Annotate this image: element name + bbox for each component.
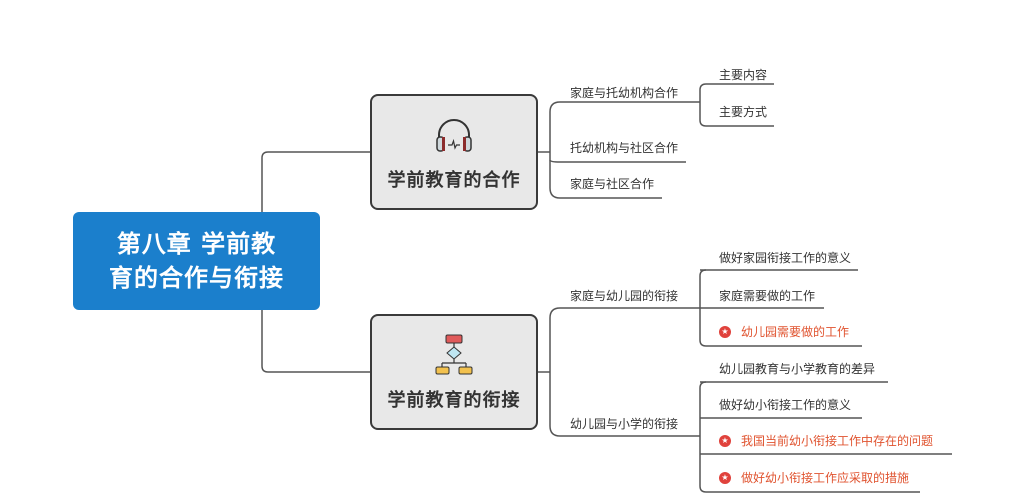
leaf-topic[interactable]: 家庭需要做的工作 (719, 287, 815, 304)
leaf-topic[interactable]: 主要内容 (719, 66, 767, 83)
sub-topic[interactable]: 家庭与幼儿园的衔接 (570, 289, 679, 303)
sub-topic[interactable]: 家庭与社区合作 (570, 177, 655, 191)
star-icon: ★ (719, 325, 731, 338)
star-icon: ★ (719, 471, 731, 484)
leaf-label: 我国当前幼小衔接工作中存在的问题 (741, 434, 934, 448)
leaf-topic[interactable]: 做好幼小衔接工作的意义 (719, 396, 851, 413)
root-title-line2: 育的合作与衔接 (109, 264, 284, 292)
star-icon: ★ (719, 434, 731, 447)
sub-topic[interactable]: 家庭与托幼机构合作 (570, 86, 679, 100)
leaf-label: 主要内容 (719, 68, 768, 82)
branch-label: 学前教育的衔接 (387, 390, 521, 411)
leaf-topic[interactable]: 主要方式 (719, 103, 767, 120)
root-node[interactable]: 第八章 学前教 育的合作与衔接 (73, 212, 320, 310)
branch-label: 学前教育的合作 (387, 170, 521, 191)
leaf-topic-starred[interactable]: ★ 幼儿园需要做的工作 (719, 323, 849, 340)
sub-topic[interactable]: 幼儿园与小学的衔接 (570, 417, 679, 431)
leaf-label: 做好幼小衔接工作应采取的措施 (741, 471, 910, 485)
leaf-topic[interactable]: 幼儿园教育与小学教育的差异 (719, 360, 875, 377)
leaf-label: 主要方式 (719, 105, 768, 119)
leaf-label: 幼儿园需要做的工作 (741, 325, 850, 339)
headphones-icon (434, 110, 474, 160)
leaf-label: 做好幼小衔接工作的意义 (719, 398, 852, 412)
leaf-topic[interactable]: 做好家园衔接工作的意义 (719, 249, 851, 266)
flowchart-icon (434, 330, 474, 380)
leaf-topic-starred[interactable]: ★ 我国当前幼小衔接工作中存在的问题 (719, 432, 933, 449)
leaf-label: 幼儿园教育与小学教育的差异 (719, 362, 876, 376)
sub-topic[interactable]: 托幼机构与社区合作 (570, 141, 679, 155)
leaf-label: 家庭需要做的工作 (719, 289, 816, 303)
branch-node-cooperation[interactable]: 学前教育的合作 (370, 94, 538, 210)
branch-node-transition[interactable]: 学前教育的衔接 (370, 314, 538, 430)
root-title-line1: 第八章 学前教 (116, 230, 277, 258)
leaf-label: 做好家园衔接工作的意义 (719, 251, 852, 265)
leaf-topic-starred[interactable]: ★ 做好幼小衔接工作应采取的措施 (719, 469, 909, 486)
